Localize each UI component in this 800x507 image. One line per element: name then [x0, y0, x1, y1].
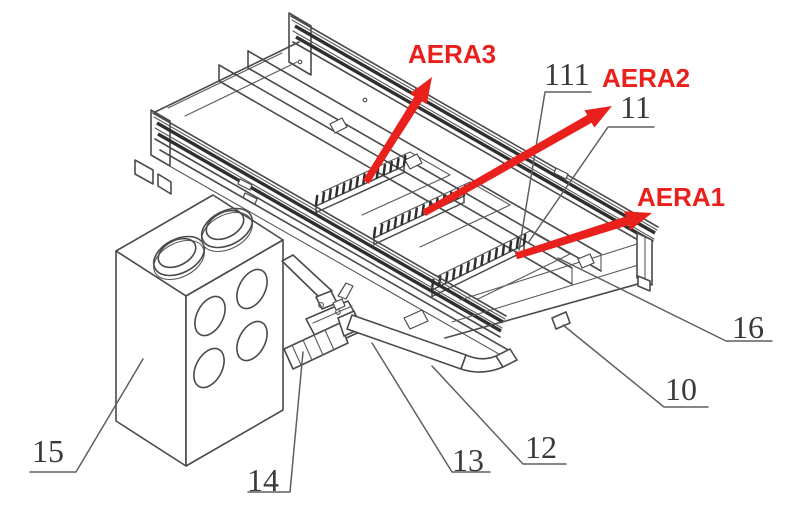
bolt	[335, 309, 341, 315]
right-foot	[637, 275, 651, 292]
area-label-aera2: AERA2	[602, 63, 690, 93]
callout-111: 111	[544, 56, 590, 92]
rail-slot	[553, 167, 569, 180]
rail-slot	[237, 178, 253, 191]
leader-13	[371, 342, 491, 473]
callout-13: 13	[452, 442, 484, 478]
plumbing	[281, 254, 518, 373]
junction-box	[115, 194, 284, 467]
drain-pipe	[346, 314, 518, 373]
callout-12: 12	[525, 429, 557, 465]
divider-wall	[247, 50, 602, 272]
leader-12	[431, 365, 567, 465]
base-bracket	[551, 311, 571, 330]
arrow-aera3	[363, 77, 432, 184]
callout-11: 11	[620, 89, 651, 125]
bolt-mark	[297, 59, 303, 65]
back-rail-end-cap	[288, 12, 312, 76]
foot	[134, 159, 154, 185]
riser-pipe	[337, 282, 354, 300]
front-rail	[134, 109, 507, 338]
base-frame	[159, 149, 653, 363]
area-label-aera3: AERA3	[408, 39, 496, 69]
callout-15: 15	[32, 433, 64, 469]
comb-strip-1	[314, 154, 407, 214]
arrow-aera2	[422, 106, 612, 216]
area-label-aera1: AERA1	[637, 182, 725, 212]
back-rail	[288, 12, 659, 249]
oval-port	[236, 320, 268, 362]
fitting-nut	[332, 298, 346, 311]
foot	[157, 173, 172, 195]
deck-left-edge	[152, 41, 300, 114]
leader-lines	[29, 91, 773, 493]
pipe-behind-box	[281, 254, 333, 301]
leader-10	[562, 324, 709, 408]
corrugated-hose	[283, 310, 361, 370]
callout-16: 16	[732, 309, 764, 345]
leader-15	[29, 358, 144, 473]
bolt-mark	[362, 97, 368, 103]
pipe-stub	[495, 348, 518, 368]
callout-14: 14	[247, 462, 279, 498]
oval-port	[194, 295, 226, 337]
leader-16	[557, 257, 773, 342]
box-right-face	[185, 239, 284, 467]
leader-111	[518, 91, 592, 251]
oval-port	[193, 347, 225, 389]
pipe-bracket	[403, 309, 429, 330]
part-number-callouts: 111 11 16 10 12 13 14 15	[32, 56, 764, 498]
leader-11	[527, 126, 655, 244]
arrow-aera1	[514, 211, 652, 260]
area-annotations: AERA3 AERA2 AERA1	[363, 39, 725, 260]
top-boss	[200, 207, 254, 253]
bolt	[318, 302, 324, 308]
clip-bracket	[404, 153, 423, 170]
leader-14	[247, 351, 304, 493]
oval-port	[236, 268, 268, 310]
clip-bracket	[329, 117, 348, 134]
callout-10: 10	[665, 371, 697, 407]
clip-bracket	[577, 253, 595, 269]
